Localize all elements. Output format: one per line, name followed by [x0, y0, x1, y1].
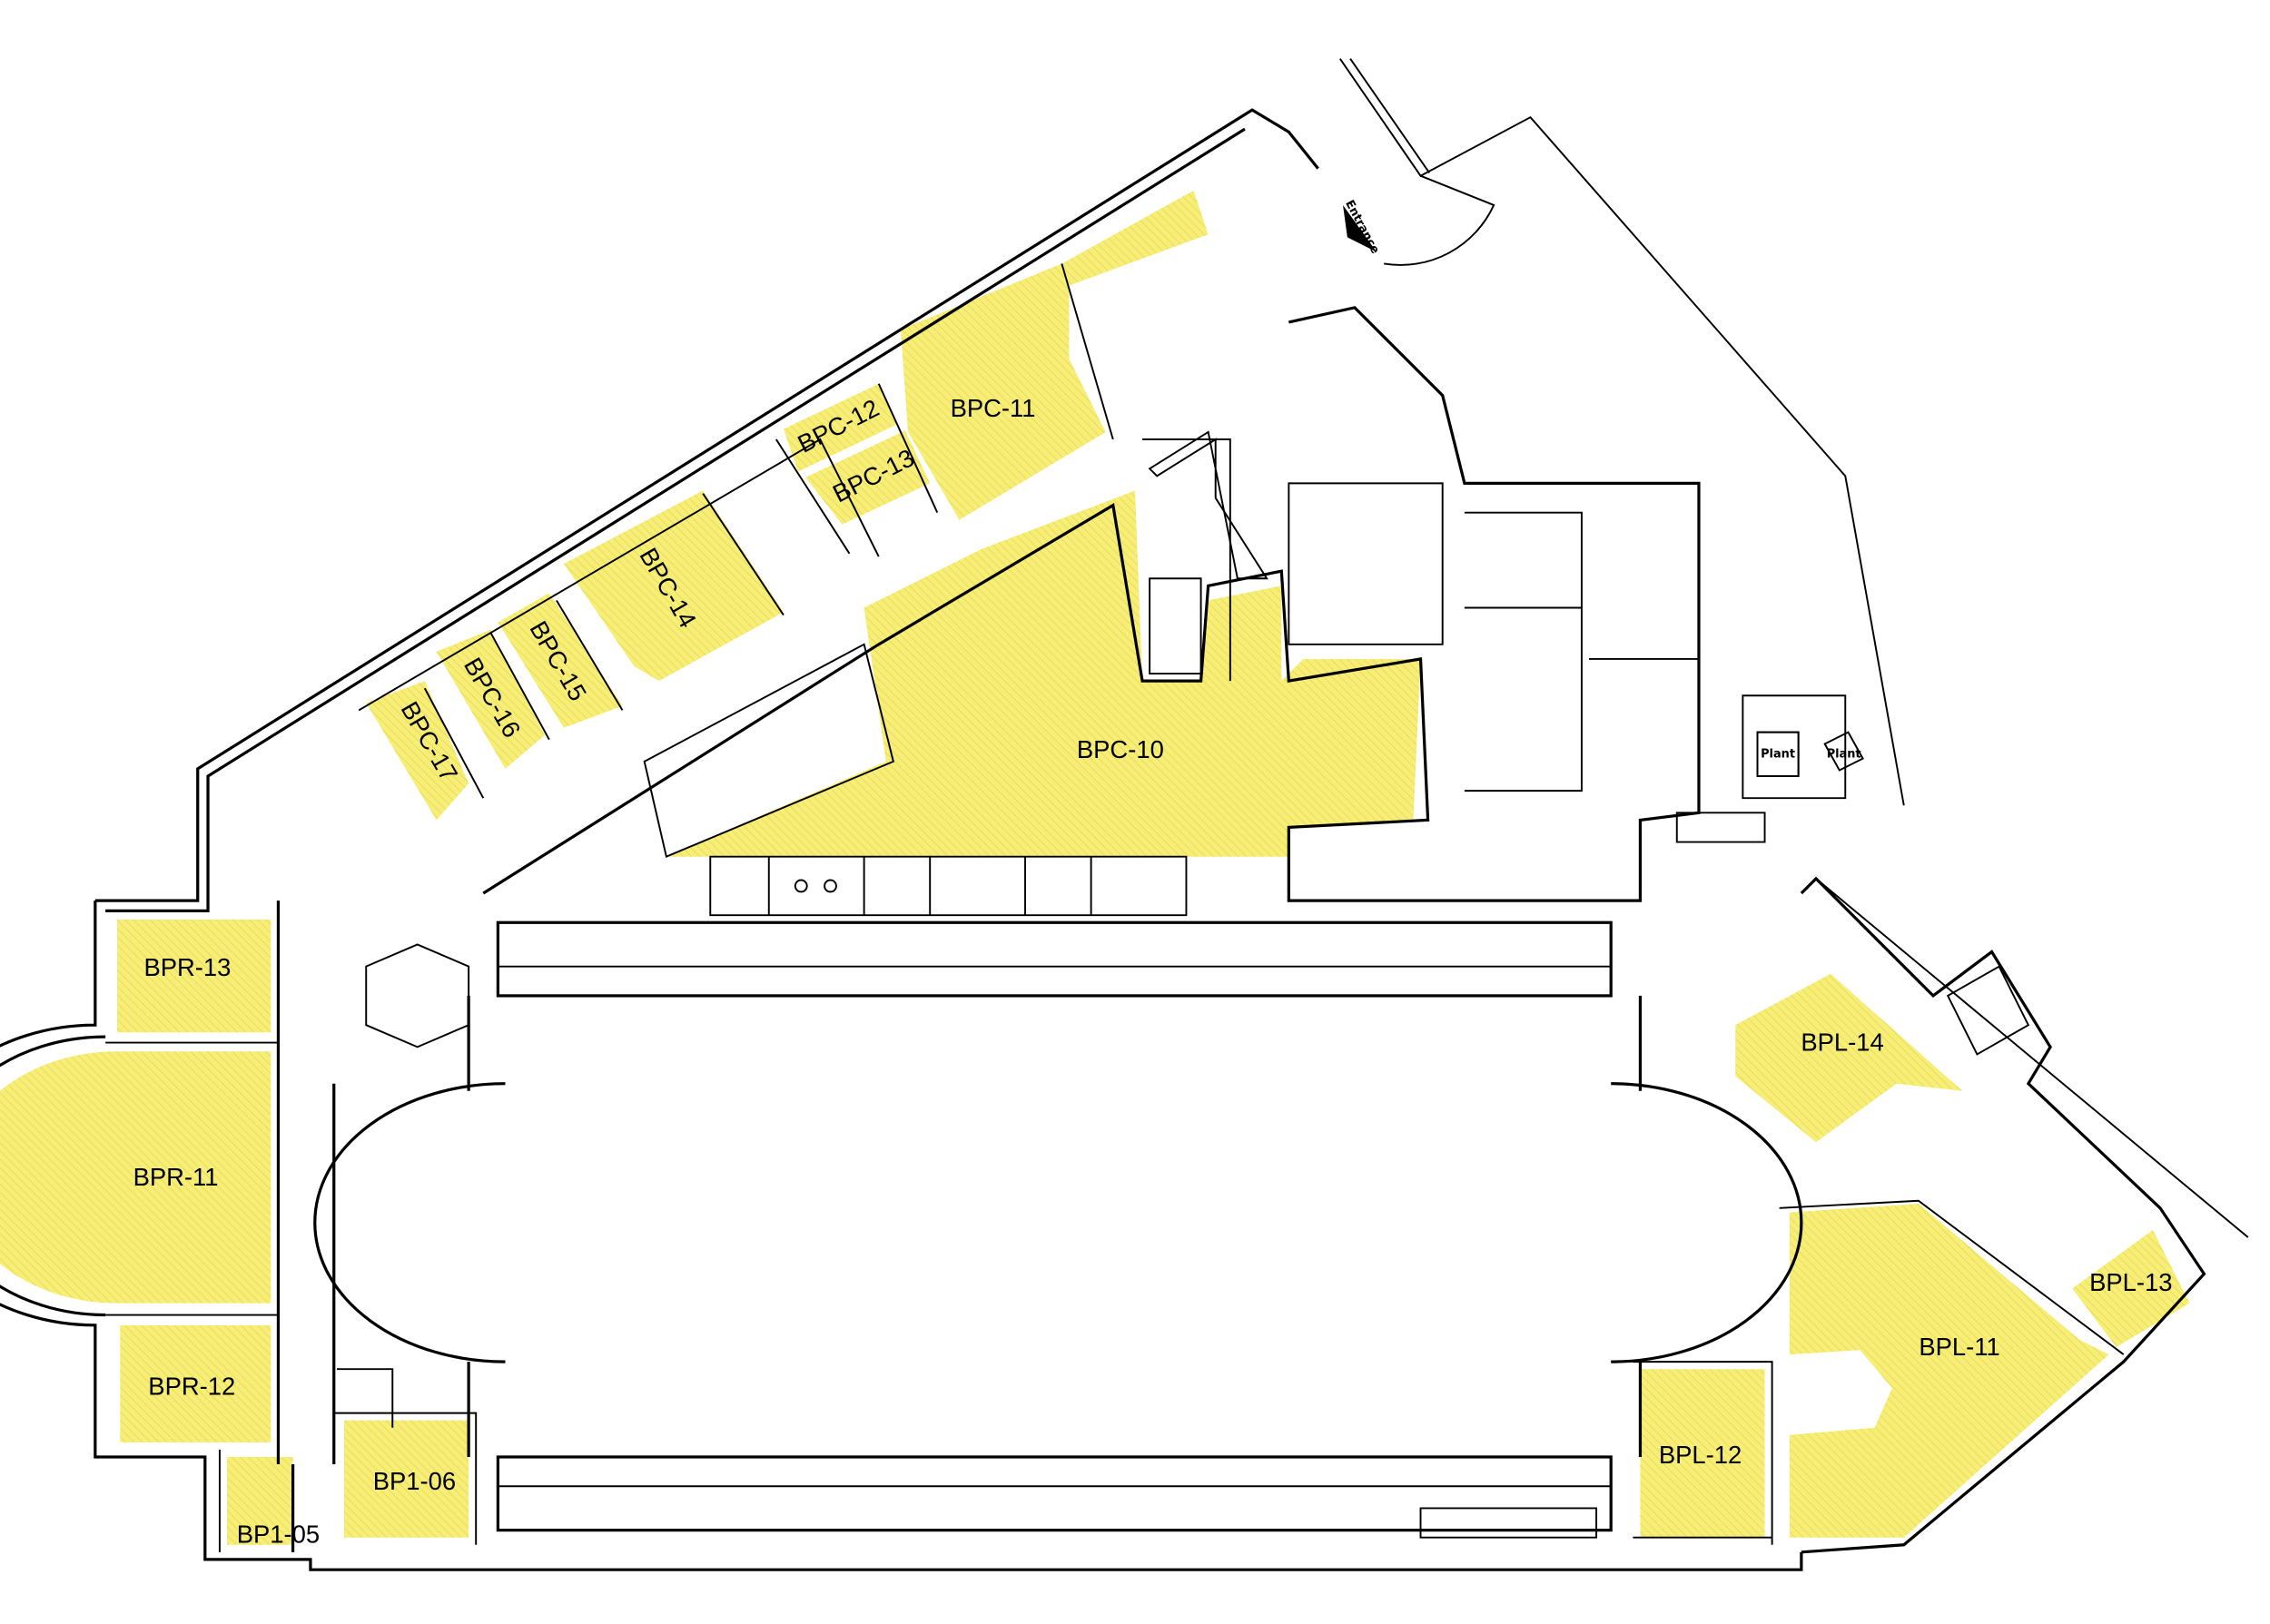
room-BPC-12[interactable] — [783, 383, 897, 472]
room-BPC-14[interactable] — [563, 490, 784, 682]
walls — [0, 58, 2249, 1571]
label-BPL-12: BPL-12 — [1659, 1441, 1742, 1469]
room-BPC-16[interactable] — [436, 629, 545, 769]
label-BP1-05: BP1-05 — [237, 1520, 320, 1548]
plant-label-2: Plant — [1827, 747, 1861, 761]
room-BPL-12[interactable] — [1640, 1369, 1765, 1538]
room-BPR-11[interactable] — [0, 1051, 271, 1304]
label-BPC-11: BPC-11 — [951, 394, 1036, 422]
room-BP1-06[interactable] — [344, 1420, 469, 1538]
room-BPL-14[interactable] — [1735, 973, 1963, 1143]
room-labels: BPC-10 BPC-11 BPC-12 BPC-13 BPC-14 BPC-1… — [133, 393, 2173, 1548]
label-BPL-13: BPL-13 — [2089, 1268, 2172, 1296]
room-BPC-11[interactable] — [900, 190, 1209, 520]
label-BPR-11: BPR-11 — [133, 1163, 219, 1191]
room-BPL-13[interactable] — [2072, 1229, 2190, 1348]
entrance-arrow-icon — [1343, 204, 1377, 252]
label-BPR-13: BPR-13 — [143, 953, 231, 981]
room-BPL-11[interactable] — [1789, 1203, 2109, 1538]
label-BPL-14: BPL-14 — [1801, 1028, 1883, 1056]
room-BPC-17[interactable] — [366, 681, 469, 821]
room-BPR-12[interactable] — [120, 1324, 271, 1442]
room-BPR-13[interactable] — [117, 920, 271, 1033]
plant-label-1: Plant — [1761, 747, 1795, 761]
room-BP1-05[interactable] — [227, 1456, 293, 1545]
label-BPR-12: BPR-12 — [148, 1372, 235, 1400]
label-BP1-06: BP1-06 — [373, 1467, 456, 1495]
label-BPC-10: BPC-10 — [1077, 735, 1164, 763]
room-BPC-10[interactable] — [666, 490, 1421, 857]
room-BPC-15[interactable] — [498, 593, 623, 728]
room-BPC-13[interactable] — [805, 430, 931, 525]
room-areas — [0, 190, 2190, 1545]
label-BPL-11: BPL-11 — [1919, 1333, 1999, 1361]
